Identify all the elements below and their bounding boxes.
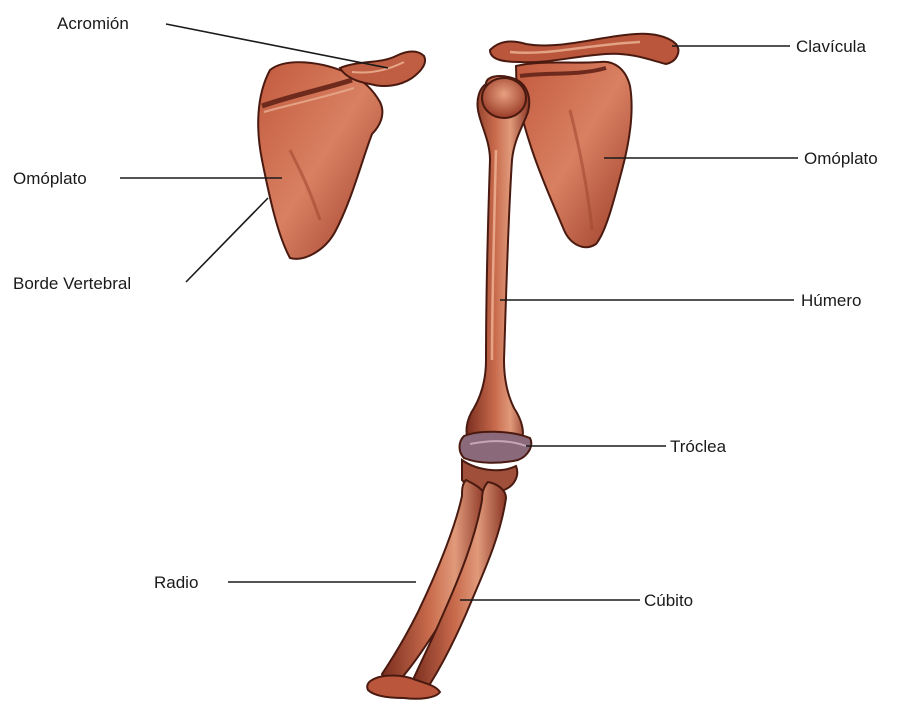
label-omoplato-left: Omóplato: [13, 170, 87, 187]
label-borde-vertebral: Borde Vertebral: [13, 275, 131, 292]
label-acromion: Acromión: [57, 15, 129, 32]
label-omoplato-right: Omóplato: [804, 150, 878, 167]
leader-acromion: [166, 24, 388, 68]
label-humero: Húmero: [801, 292, 861, 309]
left-scapula: [258, 62, 382, 259]
clavicle: [490, 34, 678, 64]
label-clavicula: Clavícula: [796, 38, 866, 55]
label-radio: Radio: [154, 574, 198, 591]
label-cubito: Cúbito: [644, 592, 693, 609]
label-troclea: Tróclea: [670, 438, 726, 455]
leader-borde-vertebral: [186, 198, 268, 282]
right-scapula: [516, 62, 632, 247]
humerus: [467, 76, 530, 449]
